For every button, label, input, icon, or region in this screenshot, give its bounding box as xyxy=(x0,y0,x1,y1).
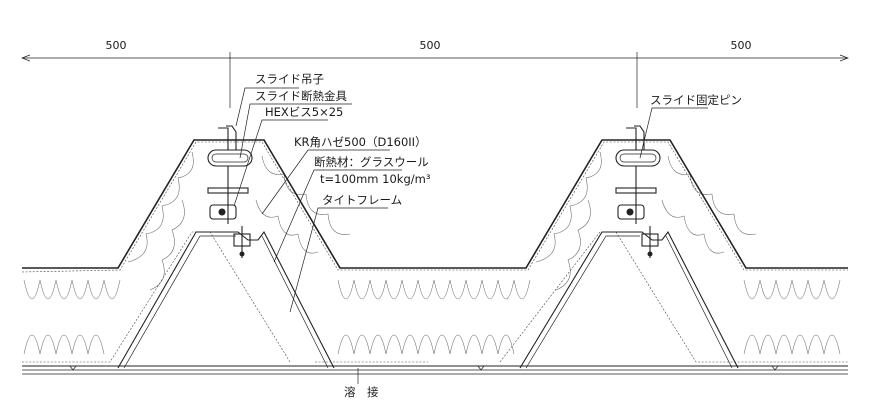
tight-frame xyxy=(117,230,739,369)
insulation-layer xyxy=(21,141,848,363)
roof-panel xyxy=(22,139,848,269)
label-kr-seam: KR角ハゼ500（D160II） xyxy=(294,135,427,149)
label-insulation-spec: t=100mm 10kg/m³ xyxy=(320,172,431,186)
label-tight-frame: タイトフレーム xyxy=(322,193,402,207)
label-slide-hanger: スライド吊子 xyxy=(255,72,324,86)
label-weld: 溶 接 xyxy=(344,385,379,399)
labels: スライド吊子 スライド断熱金具 HEXビス5×25 KR角ハゼ500（D160I… xyxy=(255,72,742,399)
seam-assembly-right xyxy=(615,125,661,258)
label-hex-screw: HEXビス5×25 xyxy=(265,105,343,119)
dimension-left: 500 xyxy=(106,39,127,52)
label-slide-fixed-pin: スライド固定ピン xyxy=(650,93,742,107)
label-slide-insulation-bracket: スライド断熱金具 xyxy=(255,89,347,103)
dimension-right: 500 xyxy=(731,39,752,52)
seam-assembly-left xyxy=(207,125,253,258)
base-purlin xyxy=(22,365,848,375)
label-insulation-material: 断熱材：グラスウール xyxy=(314,155,429,169)
dimension-line: 500 500 500 xyxy=(21,39,849,108)
leader-lines xyxy=(233,87,708,384)
dimension-center: 500 xyxy=(420,39,441,52)
